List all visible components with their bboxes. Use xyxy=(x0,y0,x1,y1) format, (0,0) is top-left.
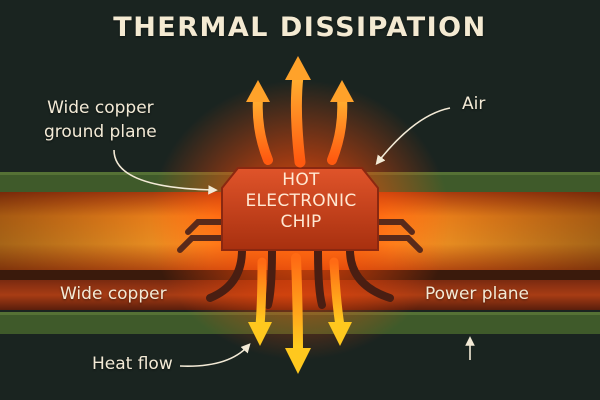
down-arrow-left-icon xyxy=(248,322,272,346)
label-ground-plane: Wide copper ground plane xyxy=(44,96,157,144)
chip-label-line-3: CHIP xyxy=(280,212,322,232)
pointer-heat-flow xyxy=(179,343,251,367)
chip-label-line-2: ELECTRONIC xyxy=(245,191,357,211)
label-heat-flow: Heat flow xyxy=(92,354,173,374)
diagram-title: THERMAL DISSIPATION xyxy=(113,12,487,43)
down-arrow-center-icon xyxy=(285,348,311,374)
up-arrow-center-icon xyxy=(285,56,311,80)
down-arrow-right-icon xyxy=(328,322,352,346)
chip-bottom-leads xyxy=(206,246,394,309)
label-power-plane: Power plane xyxy=(425,284,529,304)
label-ground-plane-line-1: Wide copper xyxy=(47,98,154,118)
hot-chip-body xyxy=(221,167,379,251)
chip-side-leads xyxy=(177,219,423,253)
pointer-air xyxy=(375,107,451,166)
up-arrow-left-icon xyxy=(246,80,270,102)
callout-pointers xyxy=(113,107,475,367)
heat-arrows-up xyxy=(246,56,354,168)
chip-label: HOT ELECTRONIC CHIP xyxy=(236,170,366,233)
label-air: Air xyxy=(462,94,486,114)
label-ground-plane-line-2: ground plane xyxy=(44,122,157,142)
label-wide-copper: Wide copper xyxy=(60,284,167,304)
up-arrow-right-icon xyxy=(330,80,354,102)
heat-arrows-down xyxy=(248,253,352,374)
pointer-ground-plane xyxy=(113,149,218,195)
chip-label-line-1: HOT xyxy=(282,170,320,190)
